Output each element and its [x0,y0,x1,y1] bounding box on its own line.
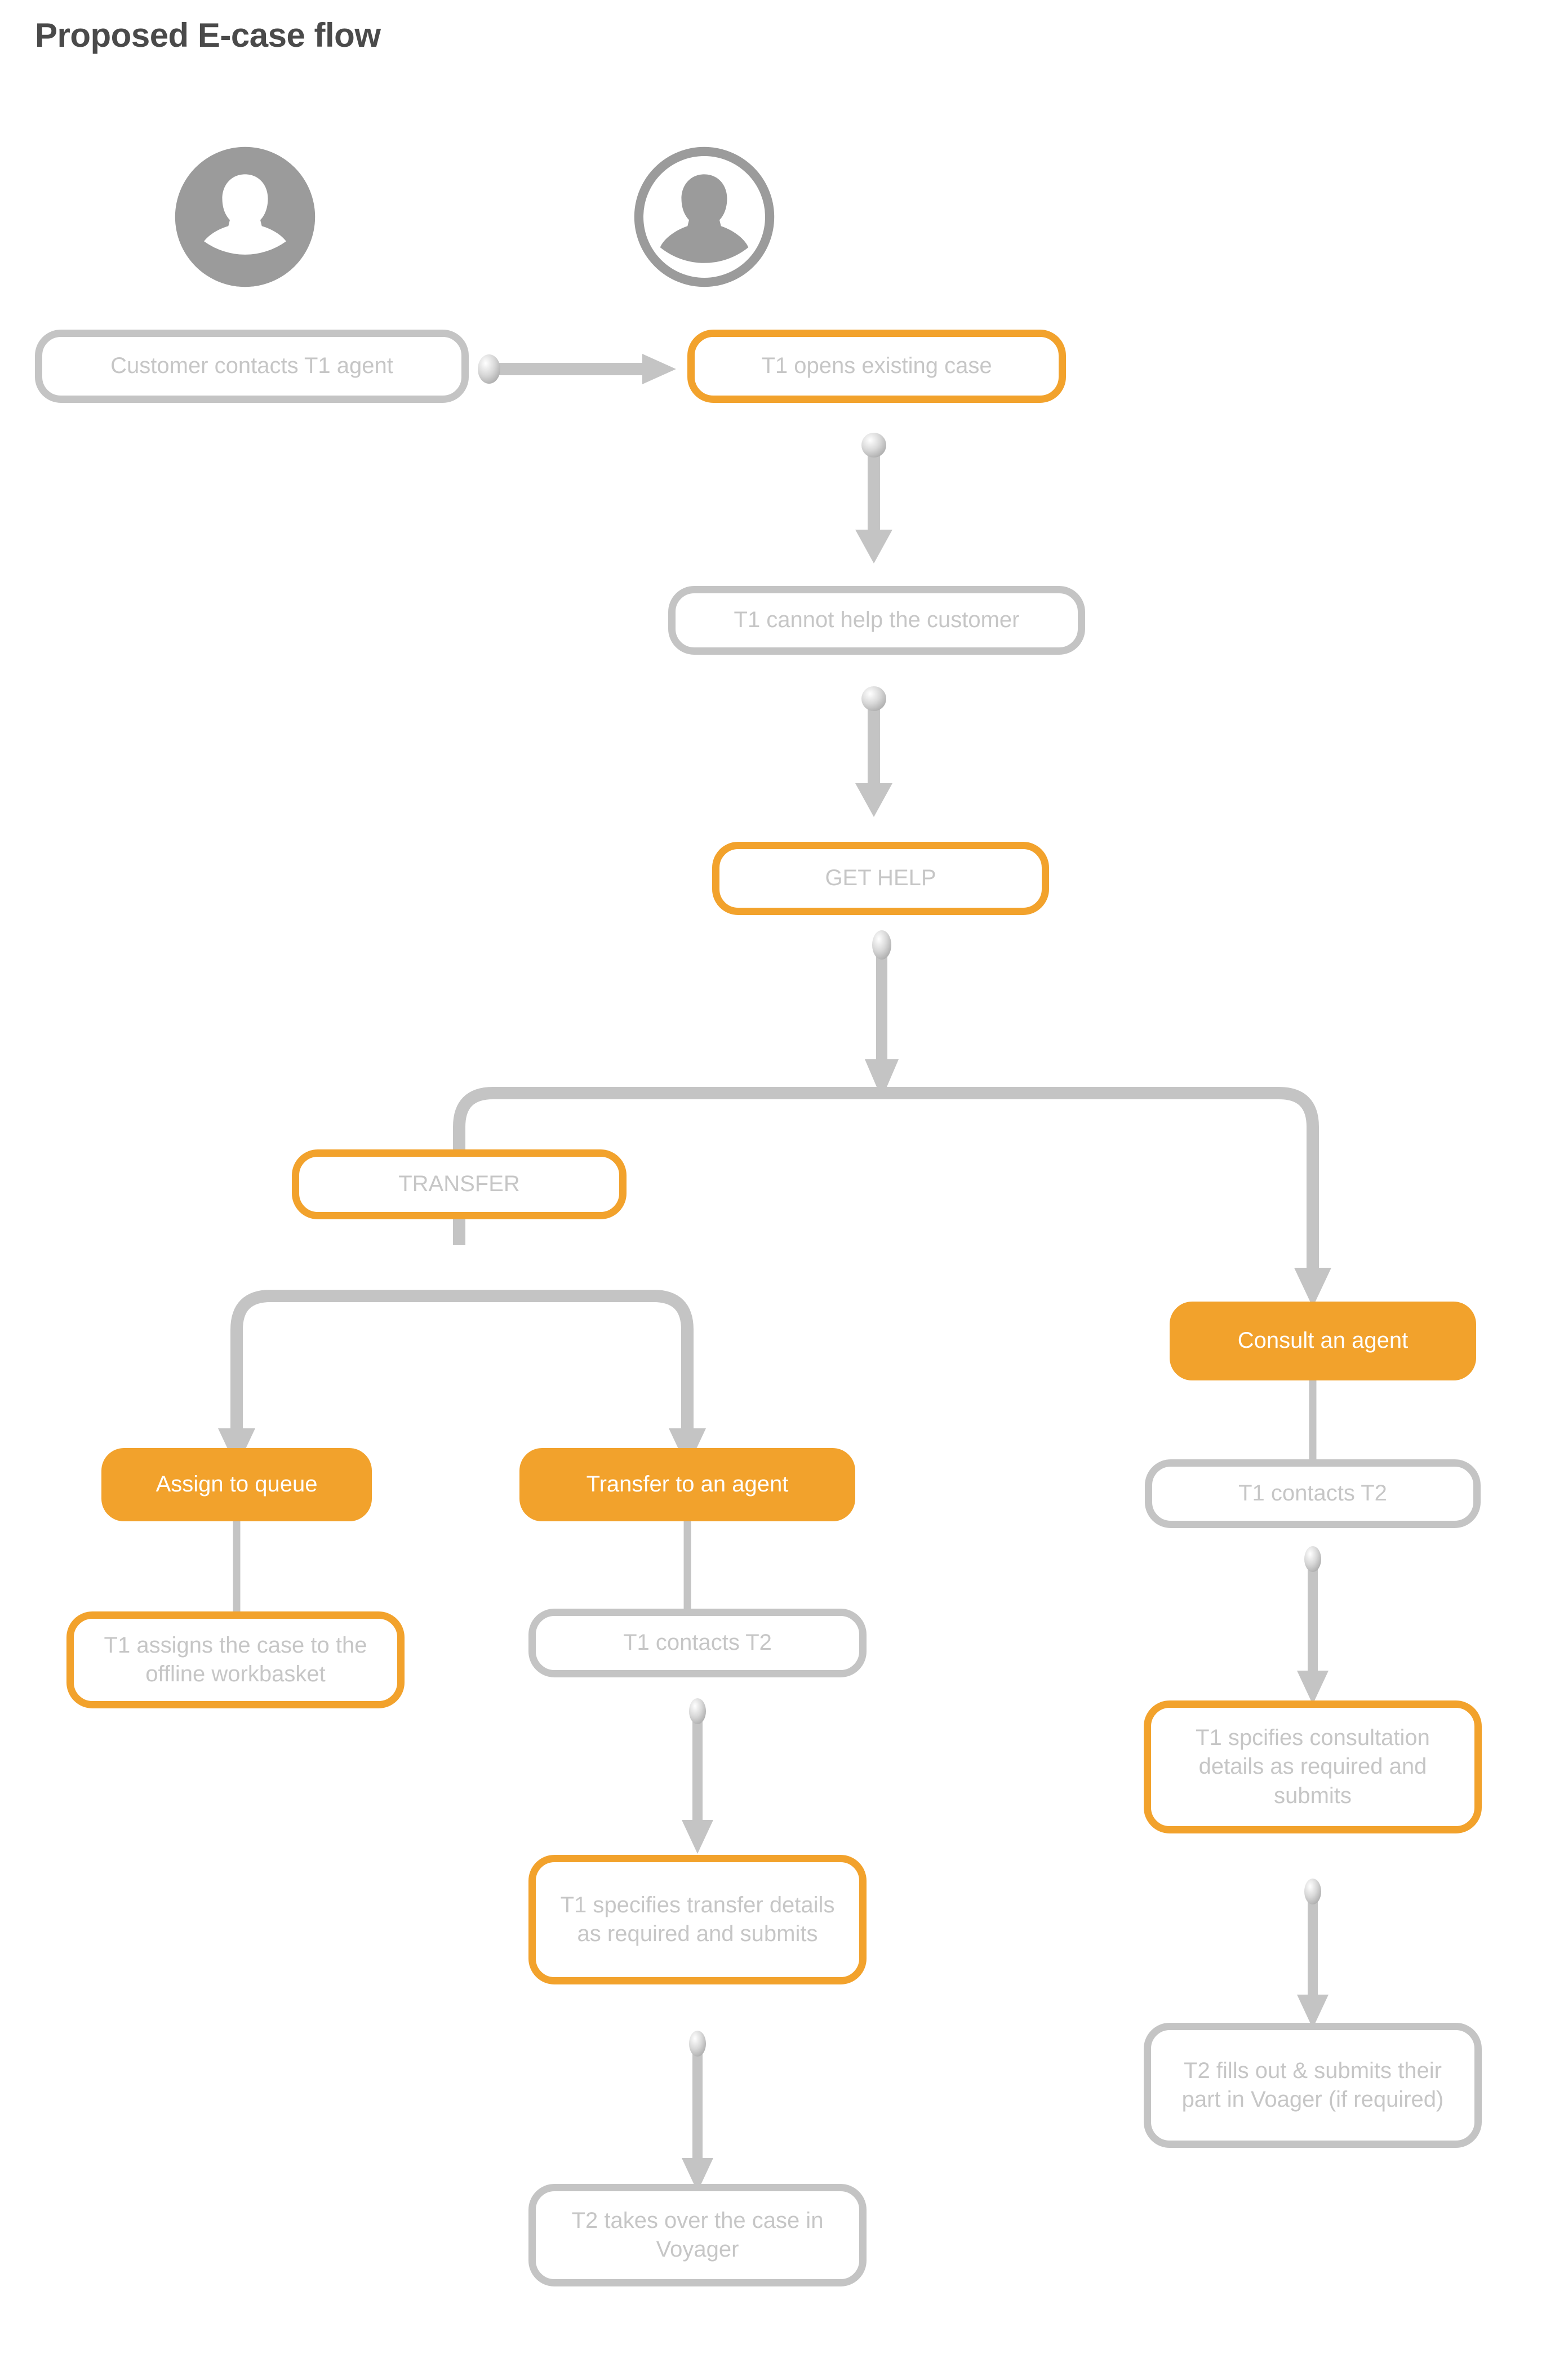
node-label: T1 contacts T2 [1238,1481,1387,1506]
node-label: T1 specifies transfer details as require… [560,1892,835,1946]
edge-t1opens-to-cannothelp [855,433,892,563]
node-t1-contacts-t2-right[interactable]: T1 contacts T2 [1145,1459,1481,1528]
page-title: Proposed E-case flow [35,16,381,54]
node-t1-specifies-consultation[interactable]: T1 spcifies consultation details as requ… [1144,1700,1482,1833]
node-t1-cannot-help[interactable]: T1 cannot help the customer [668,586,1085,655]
node-label: T1 spcifies consultation details as requ… [1196,1725,1430,1808]
edge-t1contactsmid-to-transferdetails [682,1698,713,1854]
node-consult-an-agent[interactable]: Consult an agent [1170,1302,1476,1380]
edge-cannothelp-to-gethelp [855,686,892,817]
node-customer-contacts-t1[interactable]: Customer contacts T1 agent [35,330,469,403]
edge-split-transfer [218,1290,706,1468]
node-label: T2 takes over the case in Voyager [571,2208,824,2262]
node-label: TRANSFER [398,1171,520,1197]
edge-transferdetails-to-t2takesover [682,2031,713,2192]
edge-t1contactsright-to-consultdetails [1297,1546,1329,1704]
node-label: T2 fills out & submits their part in Voa… [1181,2058,1444,2112]
node-t1-specifies-transfer[interactable]: T1 specifies transfer details as require… [528,1855,867,1984]
node-transfer-to-an-agent[interactable]: Transfer to an agent [519,1448,855,1521]
person-avatar-outline-icon [634,146,775,287]
edge-gethelp-to-split [865,930,899,1099]
node-label: Customer contacts T1 agent [110,353,393,379]
node-label: T1 assigns the case to the offline workb… [104,1632,367,1686]
node-label: T1 cannot help the customer [734,607,1020,633]
node-assign-to-queue[interactable]: Assign to queue [101,1448,372,1521]
node-get-help[interactable]: GET HELP [712,842,1049,915]
edge-consultdetails-to-t2fills [1297,1879,1329,2028]
node-t2-takes-over[interactable]: T2 takes over the case in Voyager [528,2184,867,2286]
node-label: GET HELP [825,865,936,891]
node-label: T1 opens existing case [761,353,992,379]
node-t2-fills-out[interactable]: T2 fills out & submits their part in Voa… [1144,2023,1482,2148]
node-label: Transfer to an agent [586,1472,789,1497]
node-label: Consult an agent [1237,1328,1409,1353]
node-t1-contacts-t2-middle[interactable]: T1 contacts T2 [528,1609,867,1677]
edge-customer-to-t1opens [478,354,676,384]
person-avatar-filled-icon [175,146,316,287]
node-t1-assigns-offline[interactable]: T1 assigns the case to the offline workb… [66,1611,405,1708]
node-t1-opens-existing-case[interactable]: T1 opens existing case [687,330,1066,403]
node-label: Assign to queue [156,1472,318,1497]
node-transfer[interactable]: TRANSFER [292,1149,627,1219]
node-label: T1 contacts T2 [623,1630,772,1655]
